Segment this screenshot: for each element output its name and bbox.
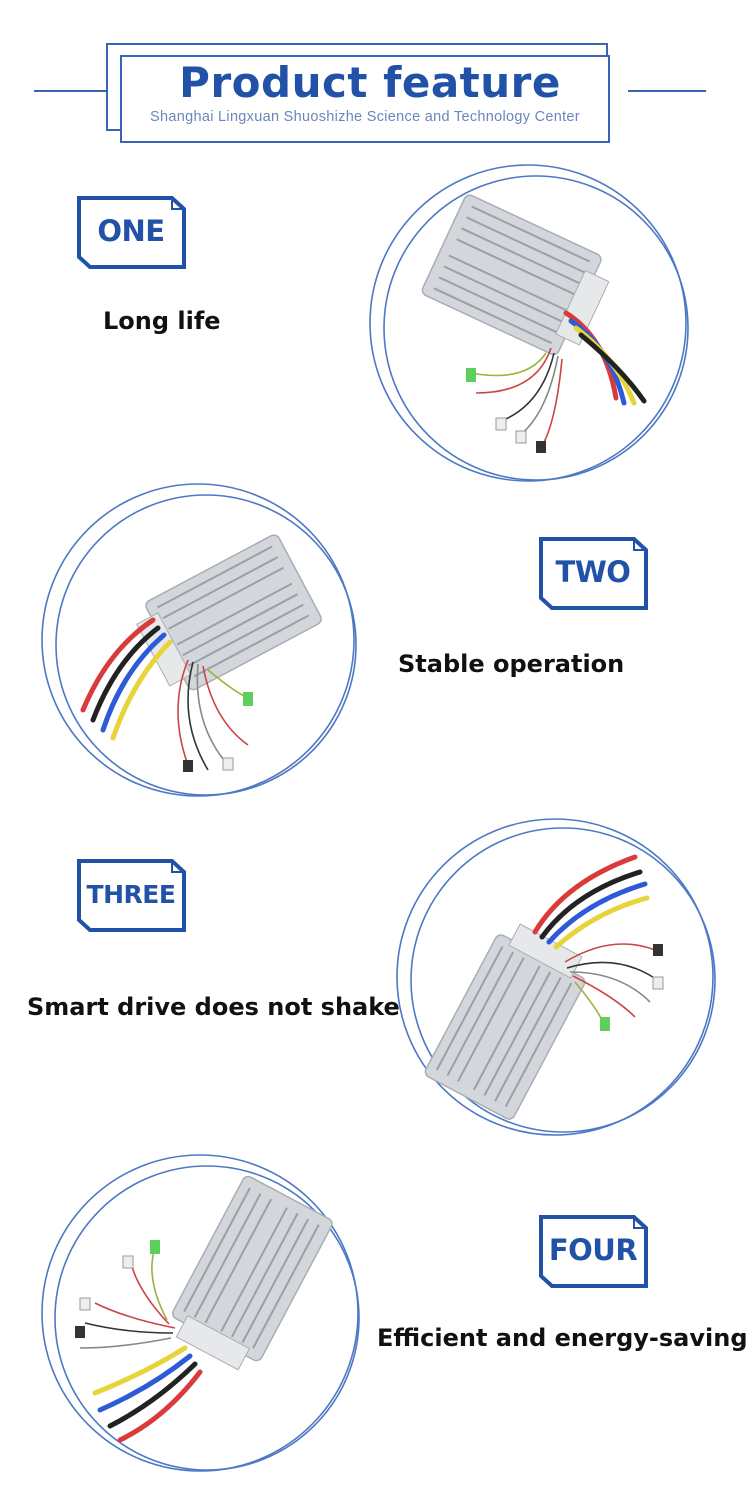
badge-three: THREE bbox=[76, 858, 188, 936]
badge-frame-icon bbox=[77, 196, 186, 269]
badge-frame-icon bbox=[77, 859, 186, 932]
motor-controller-image bbox=[41, 1154, 360, 1472]
badge-number: TWO bbox=[555, 555, 631, 589]
badge-two: TWO bbox=[538, 536, 650, 614]
motor-controller-image bbox=[41, 483, 357, 797]
motor-controller-image bbox=[396, 818, 716, 1136]
header-right-rule bbox=[628, 90, 706, 92]
page-title: Product feature bbox=[179, 58, 561, 107]
badge-frame-icon bbox=[539, 1215, 648, 1288]
badge-number: FOUR bbox=[548, 1233, 638, 1267]
badge-number: THREE bbox=[86, 879, 176, 909]
badge-frame-icon bbox=[539, 537, 648, 610]
badge-one: ONE bbox=[76, 195, 188, 273]
feature-label: Long life bbox=[103, 307, 221, 335]
feature-label: Smart drive does not shake bbox=[27, 993, 400, 1021]
page-subtitle: Shanghai Lingxuan Shuoshizhe Science and… bbox=[150, 109, 580, 125]
badge-four: FOUR bbox=[538, 1214, 650, 1292]
feature-label: Stable operation bbox=[398, 650, 625, 678]
header-frame-inner bbox=[120, 55, 610, 143]
header-left-rule bbox=[34, 90, 106, 92]
motor-controller-image bbox=[369, 164, 689, 482]
badge-number: ONE bbox=[97, 214, 165, 248]
feature-label: Efficient and energy-saving bbox=[377, 1324, 748, 1352]
